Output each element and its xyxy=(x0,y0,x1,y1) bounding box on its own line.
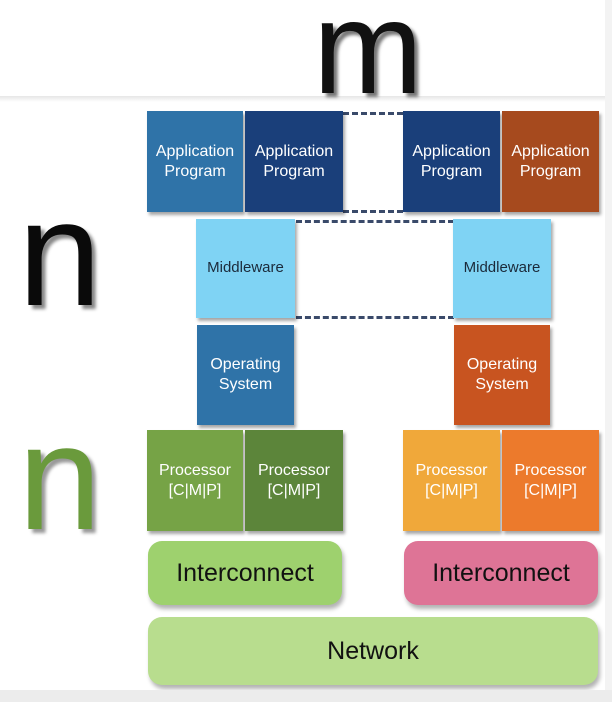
divider-line xyxy=(0,96,612,102)
processor-label-line2: [C|M|P] xyxy=(425,481,478,499)
label-n-top: n xyxy=(18,169,102,337)
processor-label-line1: Processor xyxy=(257,461,331,479)
app-label-line2: Program xyxy=(164,162,226,180)
os-label-line1: Operating xyxy=(466,356,538,373)
processor-label-line1: Processor xyxy=(158,461,232,479)
bottom-edge-strip xyxy=(0,690,612,702)
right-edge-strip xyxy=(605,0,612,702)
app-label-line2: Program xyxy=(263,162,325,180)
app-label-line1: Application xyxy=(155,142,235,160)
processor-label-line2: [C|M|P] xyxy=(267,481,321,499)
processor-label-line1: Processor xyxy=(514,461,587,479)
right-interconnect: Interconnect xyxy=(404,541,598,605)
app-label-line2: Program xyxy=(420,162,483,180)
app-label-line1: Application xyxy=(254,142,334,160)
middleware-label: Middleware xyxy=(463,259,541,277)
processor-label-line2: [C|M|P] xyxy=(168,481,222,499)
dashed-connector-app-bottom xyxy=(343,210,403,213)
left-interconnect: Interconnect xyxy=(148,541,342,605)
os-label-line1: Operating xyxy=(210,356,281,373)
left-processor-2: Processor [C|M|P] xyxy=(245,430,343,531)
left-middleware: Middleware xyxy=(196,219,295,318)
os-label-line2: System xyxy=(218,376,273,393)
dashed-connector-middleware-bottom xyxy=(296,316,454,319)
app-label-line1: Application xyxy=(412,142,491,160)
middleware-label: Middleware xyxy=(207,259,284,277)
app-label-line1: Application xyxy=(511,142,590,160)
app-label-line2: Program xyxy=(519,162,582,180)
processor-label-line1: Processor xyxy=(415,461,488,479)
dashed-connector-middleware-top xyxy=(296,220,454,223)
right-processor-1: Processor [C|M|P] xyxy=(403,430,500,531)
dashed-connector-app-top xyxy=(343,112,403,115)
right-processor-2: Processor [C|M|P] xyxy=(502,430,599,531)
processor-label-line2: [C|M|P] xyxy=(524,481,577,499)
label-n-bottom: n xyxy=(18,393,102,561)
label-m: m xyxy=(313,0,423,121)
network-label: Network xyxy=(327,636,419,665)
os-label-line2: System xyxy=(475,376,529,393)
interconnect-label: Interconnect xyxy=(176,558,314,587)
right-middleware: Middleware xyxy=(453,219,551,318)
network-bar: Network xyxy=(148,617,598,685)
left-processor-1: Processor [C|M|P] xyxy=(147,430,243,531)
interconnect-label: Interconnect xyxy=(432,558,570,587)
